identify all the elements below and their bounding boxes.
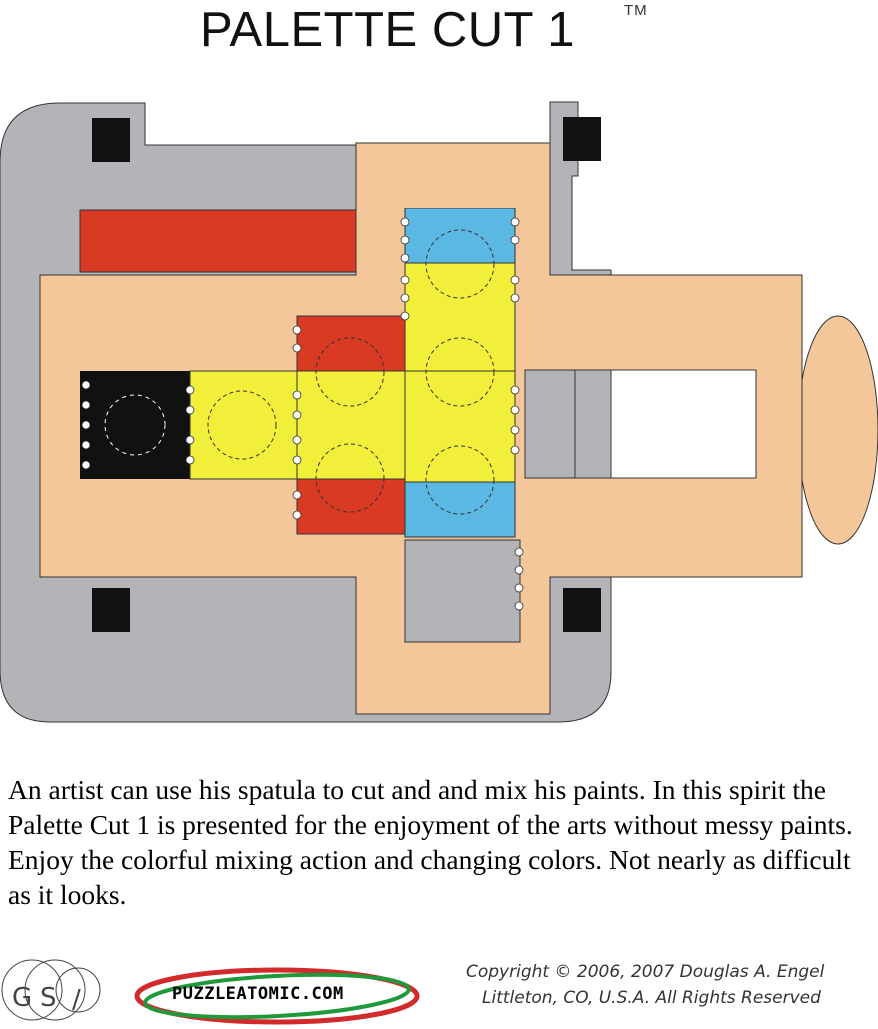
inner-channel <box>524 369 576 479</box>
corner-square <box>563 117 601 161</box>
copyright-line-1: Copyright © 2006, 2007 Douglas A. Engel <box>466 962 825 982</box>
puzzle-illustration <box>0 101 878 723</box>
gear-cutout <box>207 390 277 460</box>
tile-blue <box>405 208 515 263</box>
tile-yellow <box>297 371 405 479</box>
tile-grid <box>80 208 520 538</box>
corner-square <box>563 588 601 632</box>
puzzleatomic-logo <box>134 967 420 1025</box>
gsi-letter: / <box>72 985 81 1015</box>
inner-channel <box>404 539 521 643</box>
tile-yellow <box>190 371 297 479</box>
puzzleatomic-logo-label: PUZZLEATOMIC.COM <box>172 984 344 1004</box>
gear-cutout <box>425 445 495 515</box>
tile-yellow <box>405 371 515 482</box>
trademark-mark: TM <box>624 2 648 19</box>
slider-knob <box>797 315 878 545</box>
footer-logos: G S / <box>1 959 420 1025</box>
gear-cutout <box>315 443 385 513</box>
gear-cutout <box>104 394 166 456</box>
gear-cutout <box>425 229 495 299</box>
tile-red <box>297 316 405 371</box>
gsi-letter: G <box>12 983 32 1013</box>
tile-blue <box>405 482 515 537</box>
corner-square <box>92 118 130 162</box>
corner-square <box>92 588 130 632</box>
gsi-logo <box>1 959 101 1021</box>
description-paragraph: An artist can use his spatula to cut and… <box>8 774 853 910</box>
red-bar <box>79 209 357 273</box>
tile-yellow <box>405 263 515 371</box>
tile-black <box>80 371 190 479</box>
gear-cutout <box>315 337 385 407</box>
gear-cutout <box>425 337 495 407</box>
tile-red <box>297 479 405 534</box>
page-title: PALETTE CUT 1 <box>200 3 576 57</box>
gsi-letter: S <box>40 983 57 1013</box>
copyright-line-2: Littleton, CO, U.S.A. All Rights Reserve… <box>482 988 821 1008</box>
